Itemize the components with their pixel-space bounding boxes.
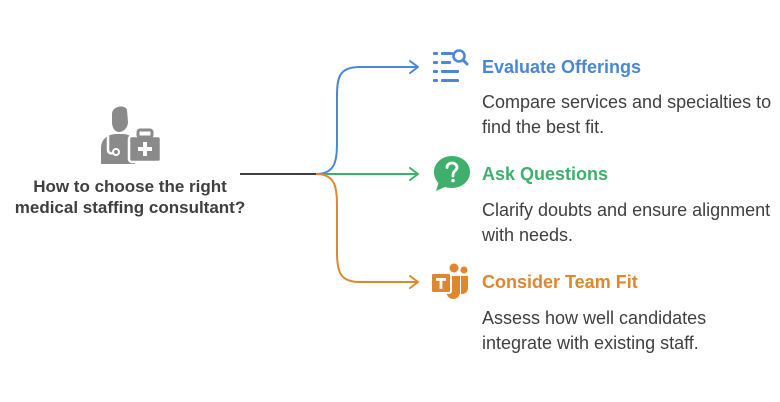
branch-description-evaluate: Compare services and specialties to find…: [482, 92, 772, 137]
branch-title-evaluate: Evaluate Offerings: [482, 57, 642, 77]
root-title: How to choose the right medical staffing…: [14, 177, 246, 217]
arrowhead-evaluate: [409, 60, 419, 74]
doctor-with-medical-kit-icon: [101, 106, 163, 164]
branch-description-team: Assess how well candidates integrate wit…: [482, 308, 707, 353]
connector-team: [315, 173, 418, 283]
arrowhead-ask: [409, 167, 419, 181]
list-search-icon: [433, 49, 469, 82]
teams-icon: [430, 263, 468, 299]
connector-evaluate: [315, 66, 418, 175]
question-bubble-icon: [434, 156, 470, 191]
branch-description-ask: Clarify doubts and ensure alignment with…: [482, 200, 771, 245]
branch-title-ask: Ask Questions: [482, 164, 609, 184]
branch-title-team: Consider Team Fit: [482, 272, 638, 292]
arrowhead-team: [409, 275, 419, 289]
